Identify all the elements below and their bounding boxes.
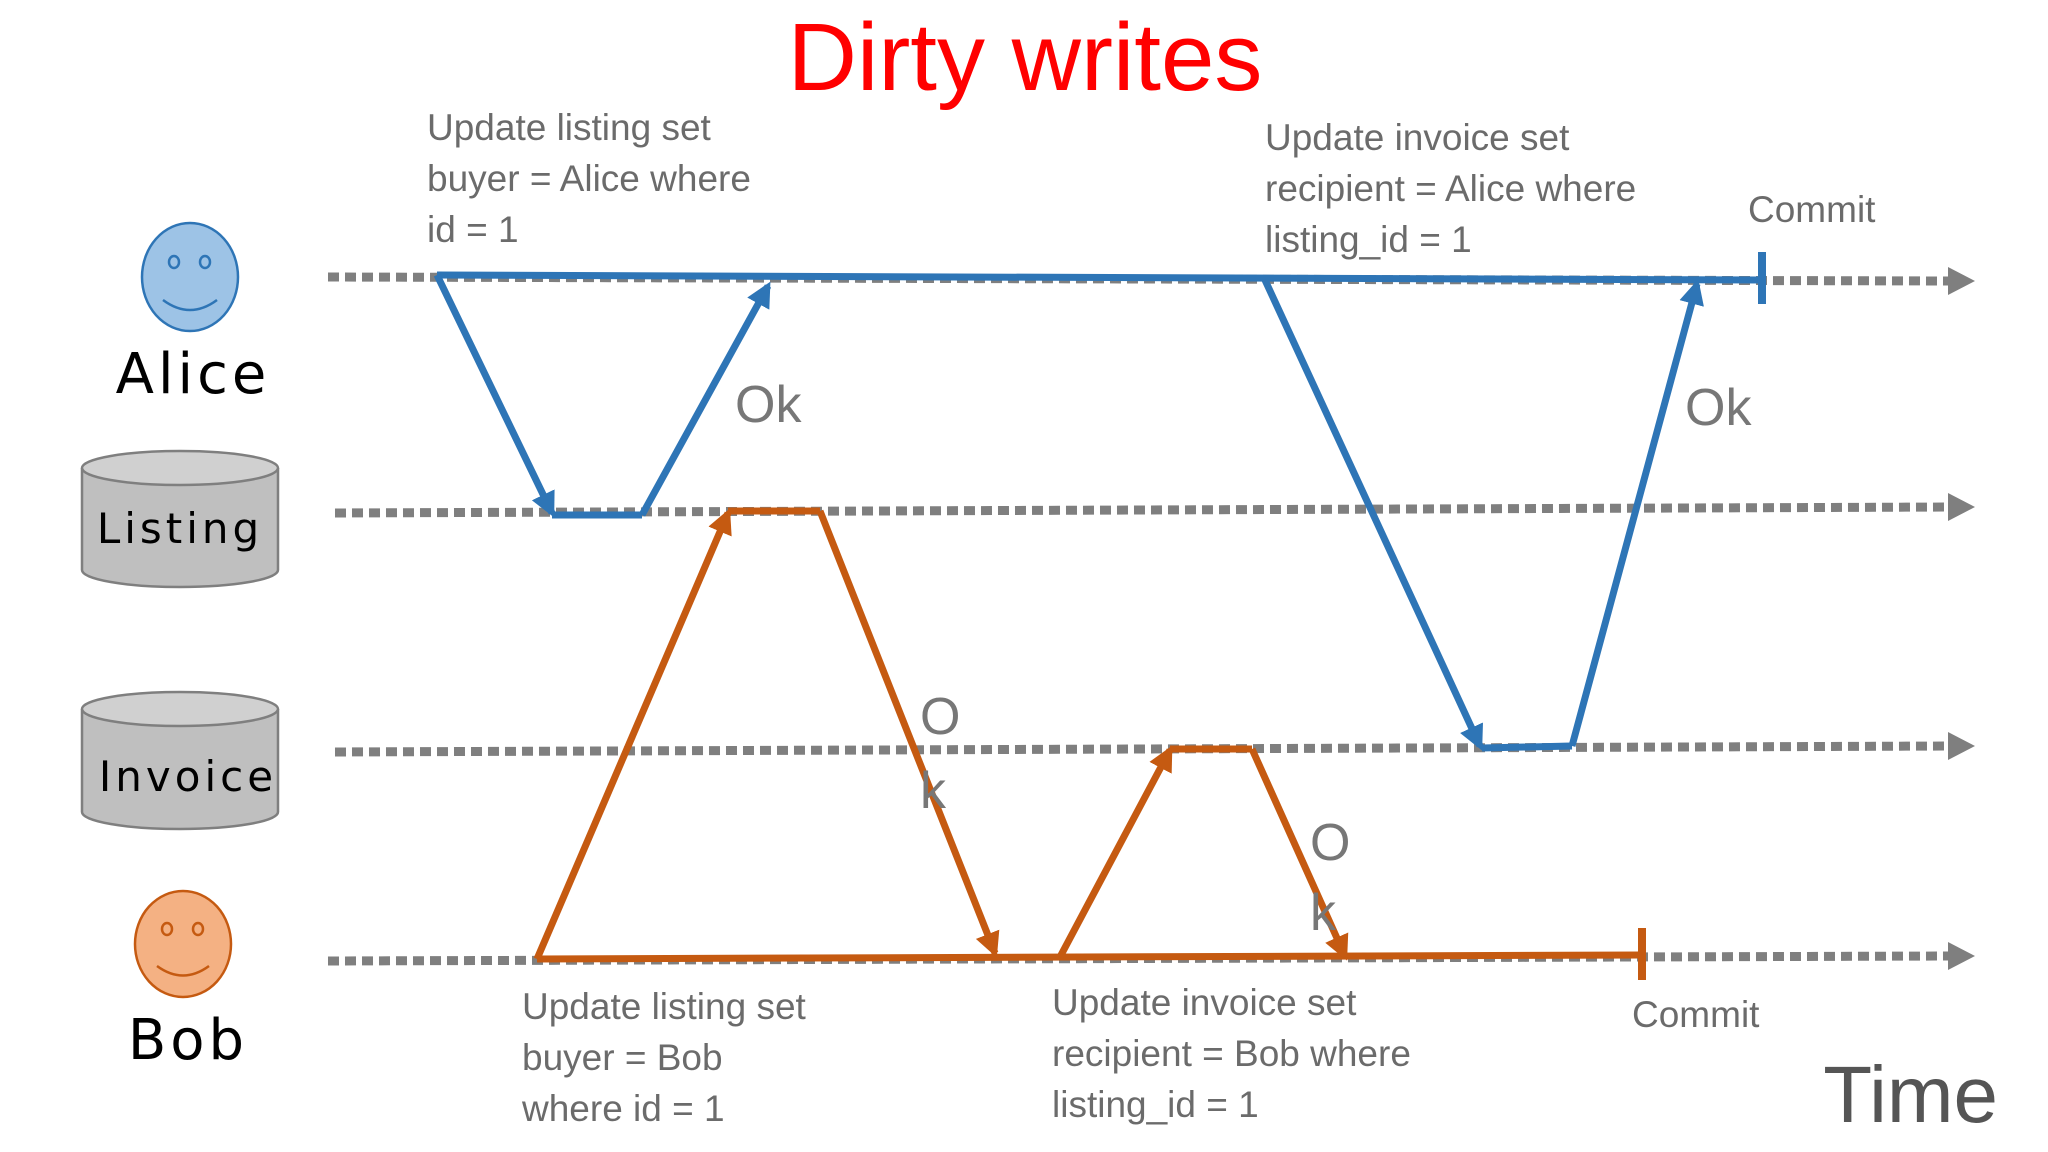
bob-transaction-line [536,951,1643,963]
timeline-arrowheads [1948,267,1975,970]
bob-smiley-icon [133,889,233,999]
invoice-timeline [334,741,1951,757]
alice-invoice-processing [1481,742,1573,752]
bob-update-invoice-arrow [1056,745,1174,959]
bob-label: Bob [128,1008,248,1073]
alice-update-invoice-arrow [1261,278,1484,751]
bob-listing-ok-label: O k [920,688,975,820]
bob-invoice-ok-arrow [1248,747,1349,961]
bob-update-listing-arrow [533,508,732,961]
alice-timeline-arrowhead [1948,267,1975,295]
alice-smiley-icon [140,221,240,333]
alice-commit-label: Commit [1748,189,1876,230]
bob-transaction [533,507,1646,980]
alice-update-listing-arrow [433,273,556,518]
invoice-database-label: Invoice [99,752,277,801]
alice-transaction [433,252,1766,752]
alice-transaction-line [436,271,1763,284]
bob-update-listing-note: Update listing set buyer = Bob where id … [521,986,816,1129]
alice-label: Alice [116,342,271,407]
listing-database-icon [80,449,280,589]
bob-timeline [327,951,1951,966]
alice-invoice-ok-label: Ok [1685,379,1752,437]
alice-update-invoice-note: Update invoice set recipient = Alice whe… [1265,117,1647,260]
invoice-database-icon [80,690,280,831]
listing-timeline-arrowhead [1948,493,1975,521]
alice-invoice-ok-arrow [1568,279,1704,747]
listing-timeline [334,502,1951,518]
time-axis-label: Time [1823,1050,1998,1139]
invoice-timeline-arrowhead [1948,732,1975,760]
alice-listing-ok-arrow [638,281,772,517]
alice-listing-ok-label: Ok [735,376,802,434]
bob-listing-ok-arrow [816,509,1000,958]
listing-database-label: Listing [97,504,263,553]
bob-invoice-ok-label: O k [1310,814,1365,942]
bob-timeline-arrowhead [1948,942,1975,970]
bob-update-invoice-note: Update invoice set recipient = Bob where… [1052,982,1421,1125]
page-title: Dirty writes [788,4,1263,111]
alice-update-listing-note: Update listing set buyer = Alice where i… [427,107,761,250]
bob-commit-label: Commit [1632,994,1760,1035]
